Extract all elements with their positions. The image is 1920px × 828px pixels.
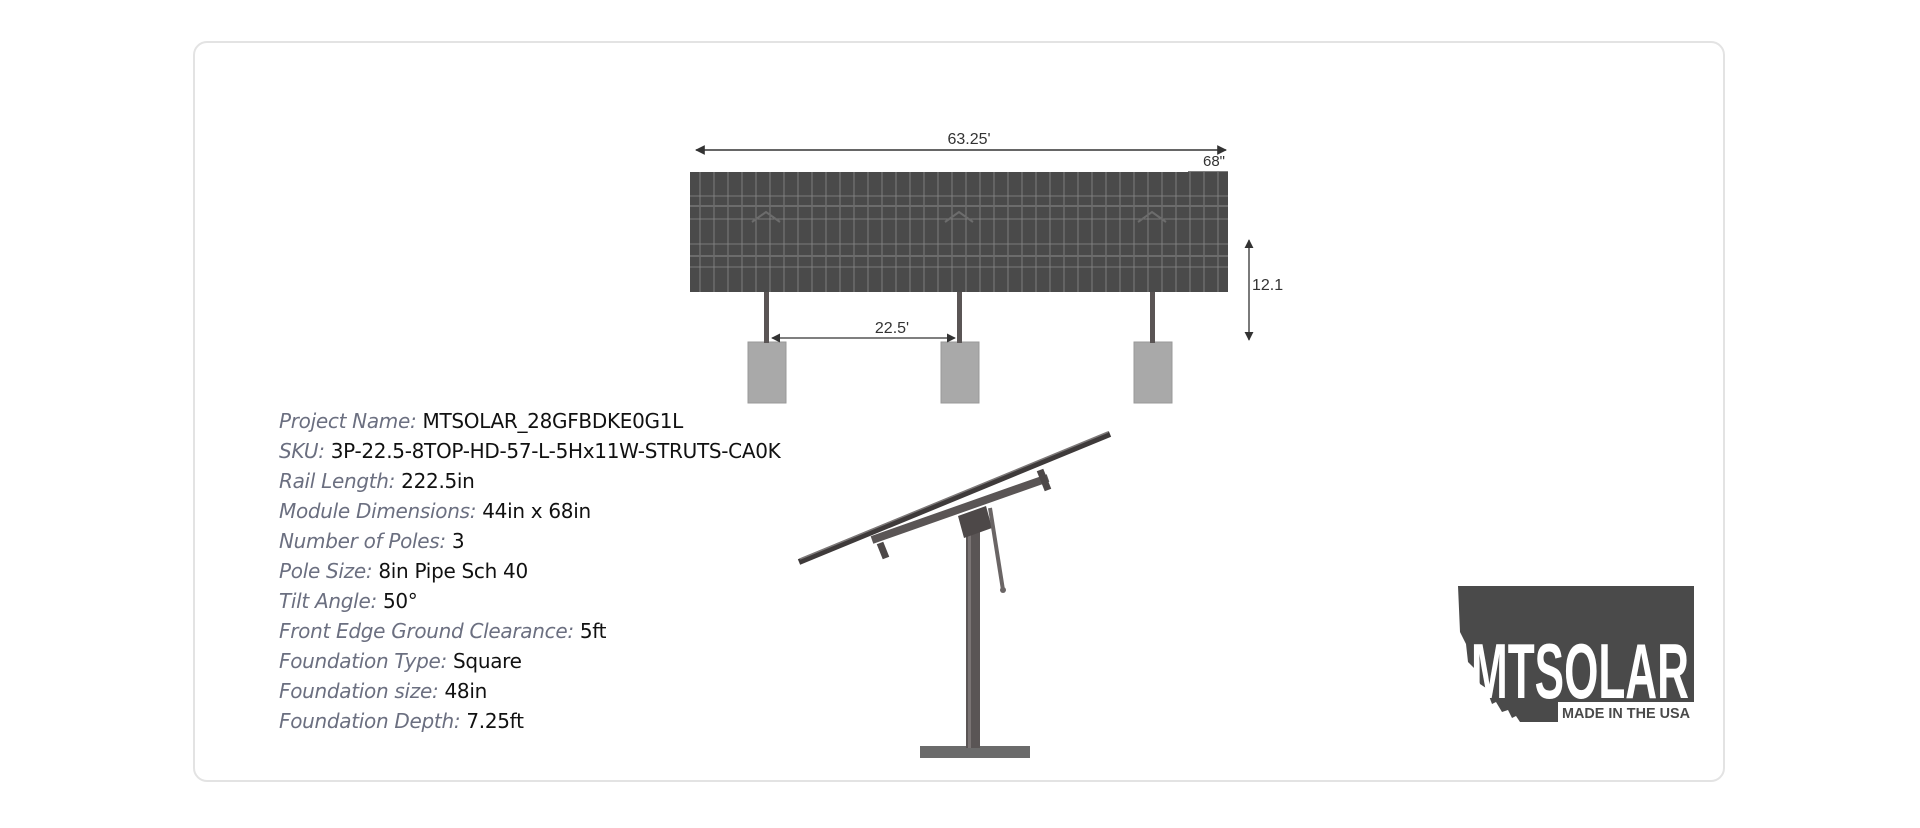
spec-label: Tilt Angle:: [279, 589, 377, 613]
side-strut: [988, 507, 1005, 591]
spec-value: 50°: [382, 589, 418, 613]
total-width-label: 63.25': [947, 131, 990, 148]
montana-shape-icon: [1458, 586, 1694, 722]
spec-value: 222.5in: [401, 469, 475, 493]
solar-array-grid: [690, 172, 1228, 292]
logo-brand: MTSOLAR: [1471, 627, 1689, 715]
spec-value: MTSOLAR_28GFBDKE0G1L: [422, 409, 683, 433]
spec-sku: SKU: 3P-22.5-8TOP-HD-57-L-5Hx11W-STRUTS-…: [279, 436, 781, 466]
spec-label: Foundation size:: [279, 679, 439, 703]
spec-value: 3: [451, 529, 465, 553]
spec-value: 44in x 68in: [482, 499, 591, 523]
spec-label: Module Dimensions:: [279, 499, 477, 523]
spec-project-name: Project Name: MTSOLAR_28GFBDKE0G1L: [279, 406, 780, 436]
spec-label: Rail Length:: [279, 469, 396, 493]
spec-value: 8in Pipe Sch 40: [378, 559, 528, 583]
solar-array-structure: [690, 205, 1228, 257]
spec-front-edge-clearance: Front Edge Ground Clearance: 5ft: [279, 616, 780, 646]
spec-value: Square: [453, 649, 522, 673]
footing-center: [940, 341, 980, 404]
side-purlin: [870, 474, 1050, 544]
spec-foundation-size: Foundation size: 48in: [279, 676, 780, 706]
spec-value: 5ft: [579, 619, 607, 643]
spec-label: Number of Poles:: [279, 529, 446, 553]
side-profile: [797, 431, 1112, 758]
spec-foundation-type: Foundation Type: Square: [279, 646, 780, 676]
spec-list: Project Name: MTSOLAR_28GFBDKE0G1L SKU: …: [279, 406, 781, 736]
height-label: 12.1: [1252, 277, 1283, 294]
spec-label: Front Edge Ground Clearance:: [279, 619, 574, 643]
spec-value: 48in: [444, 679, 488, 703]
spec-label: Pole Size:: [279, 559, 373, 583]
mtsolar-logo: MTSOLAR MADE IN THE USA: [1458, 586, 1694, 722]
spec-rail-length: Rail Length: 222.5in: [279, 466, 780, 496]
spec-foundation-depth: Foundation Depth: 7.25ft: [279, 706, 780, 736]
post-left: [764, 290, 769, 343]
spec-label: Foundation Depth:: [279, 709, 461, 733]
footing-right: [1133, 341, 1173, 404]
spec-tilt-angle: Tilt Angle: 50°: [279, 586, 780, 616]
pole-spacing-label: 22.5': [875, 320, 909, 337]
logo-tagline: MADE IN THE USA: [1562, 705, 1690, 722]
spec-value: 7.25ft: [466, 709, 524, 733]
side-tilt-head: [958, 506, 992, 538]
module-length-label: 68": [1203, 153, 1225, 170]
solar-array: [690, 172, 1228, 292]
post-right: [1150, 290, 1155, 343]
spec-value: 3P-22.5-8TOP-HD-57-L-5Hx11W-STRUTS-CA0K: [330, 439, 781, 463]
side-panel: [797, 431, 1112, 565]
spec-label: Project Name:: [279, 409, 417, 433]
spec-number-of-poles: Number of Poles: 3: [279, 526, 780, 556]
footing-left: [747, 341, 787, 404]
spec-label: SKU:: [279, 439, 325, 463]
post-center: [957, 290, 962, 343]
side-base-plate: [920, 746, 1030, 758]
spec-label: Foundation Type:: [279, 649, 447, 673]
spec-pole-size: Pole Size: 8in Pipe Sch 40: [279, 556, 780, 586]
spec-module-dimensions: Module Dimensions: 44in x 68in: [279, 496, 780, 526]
